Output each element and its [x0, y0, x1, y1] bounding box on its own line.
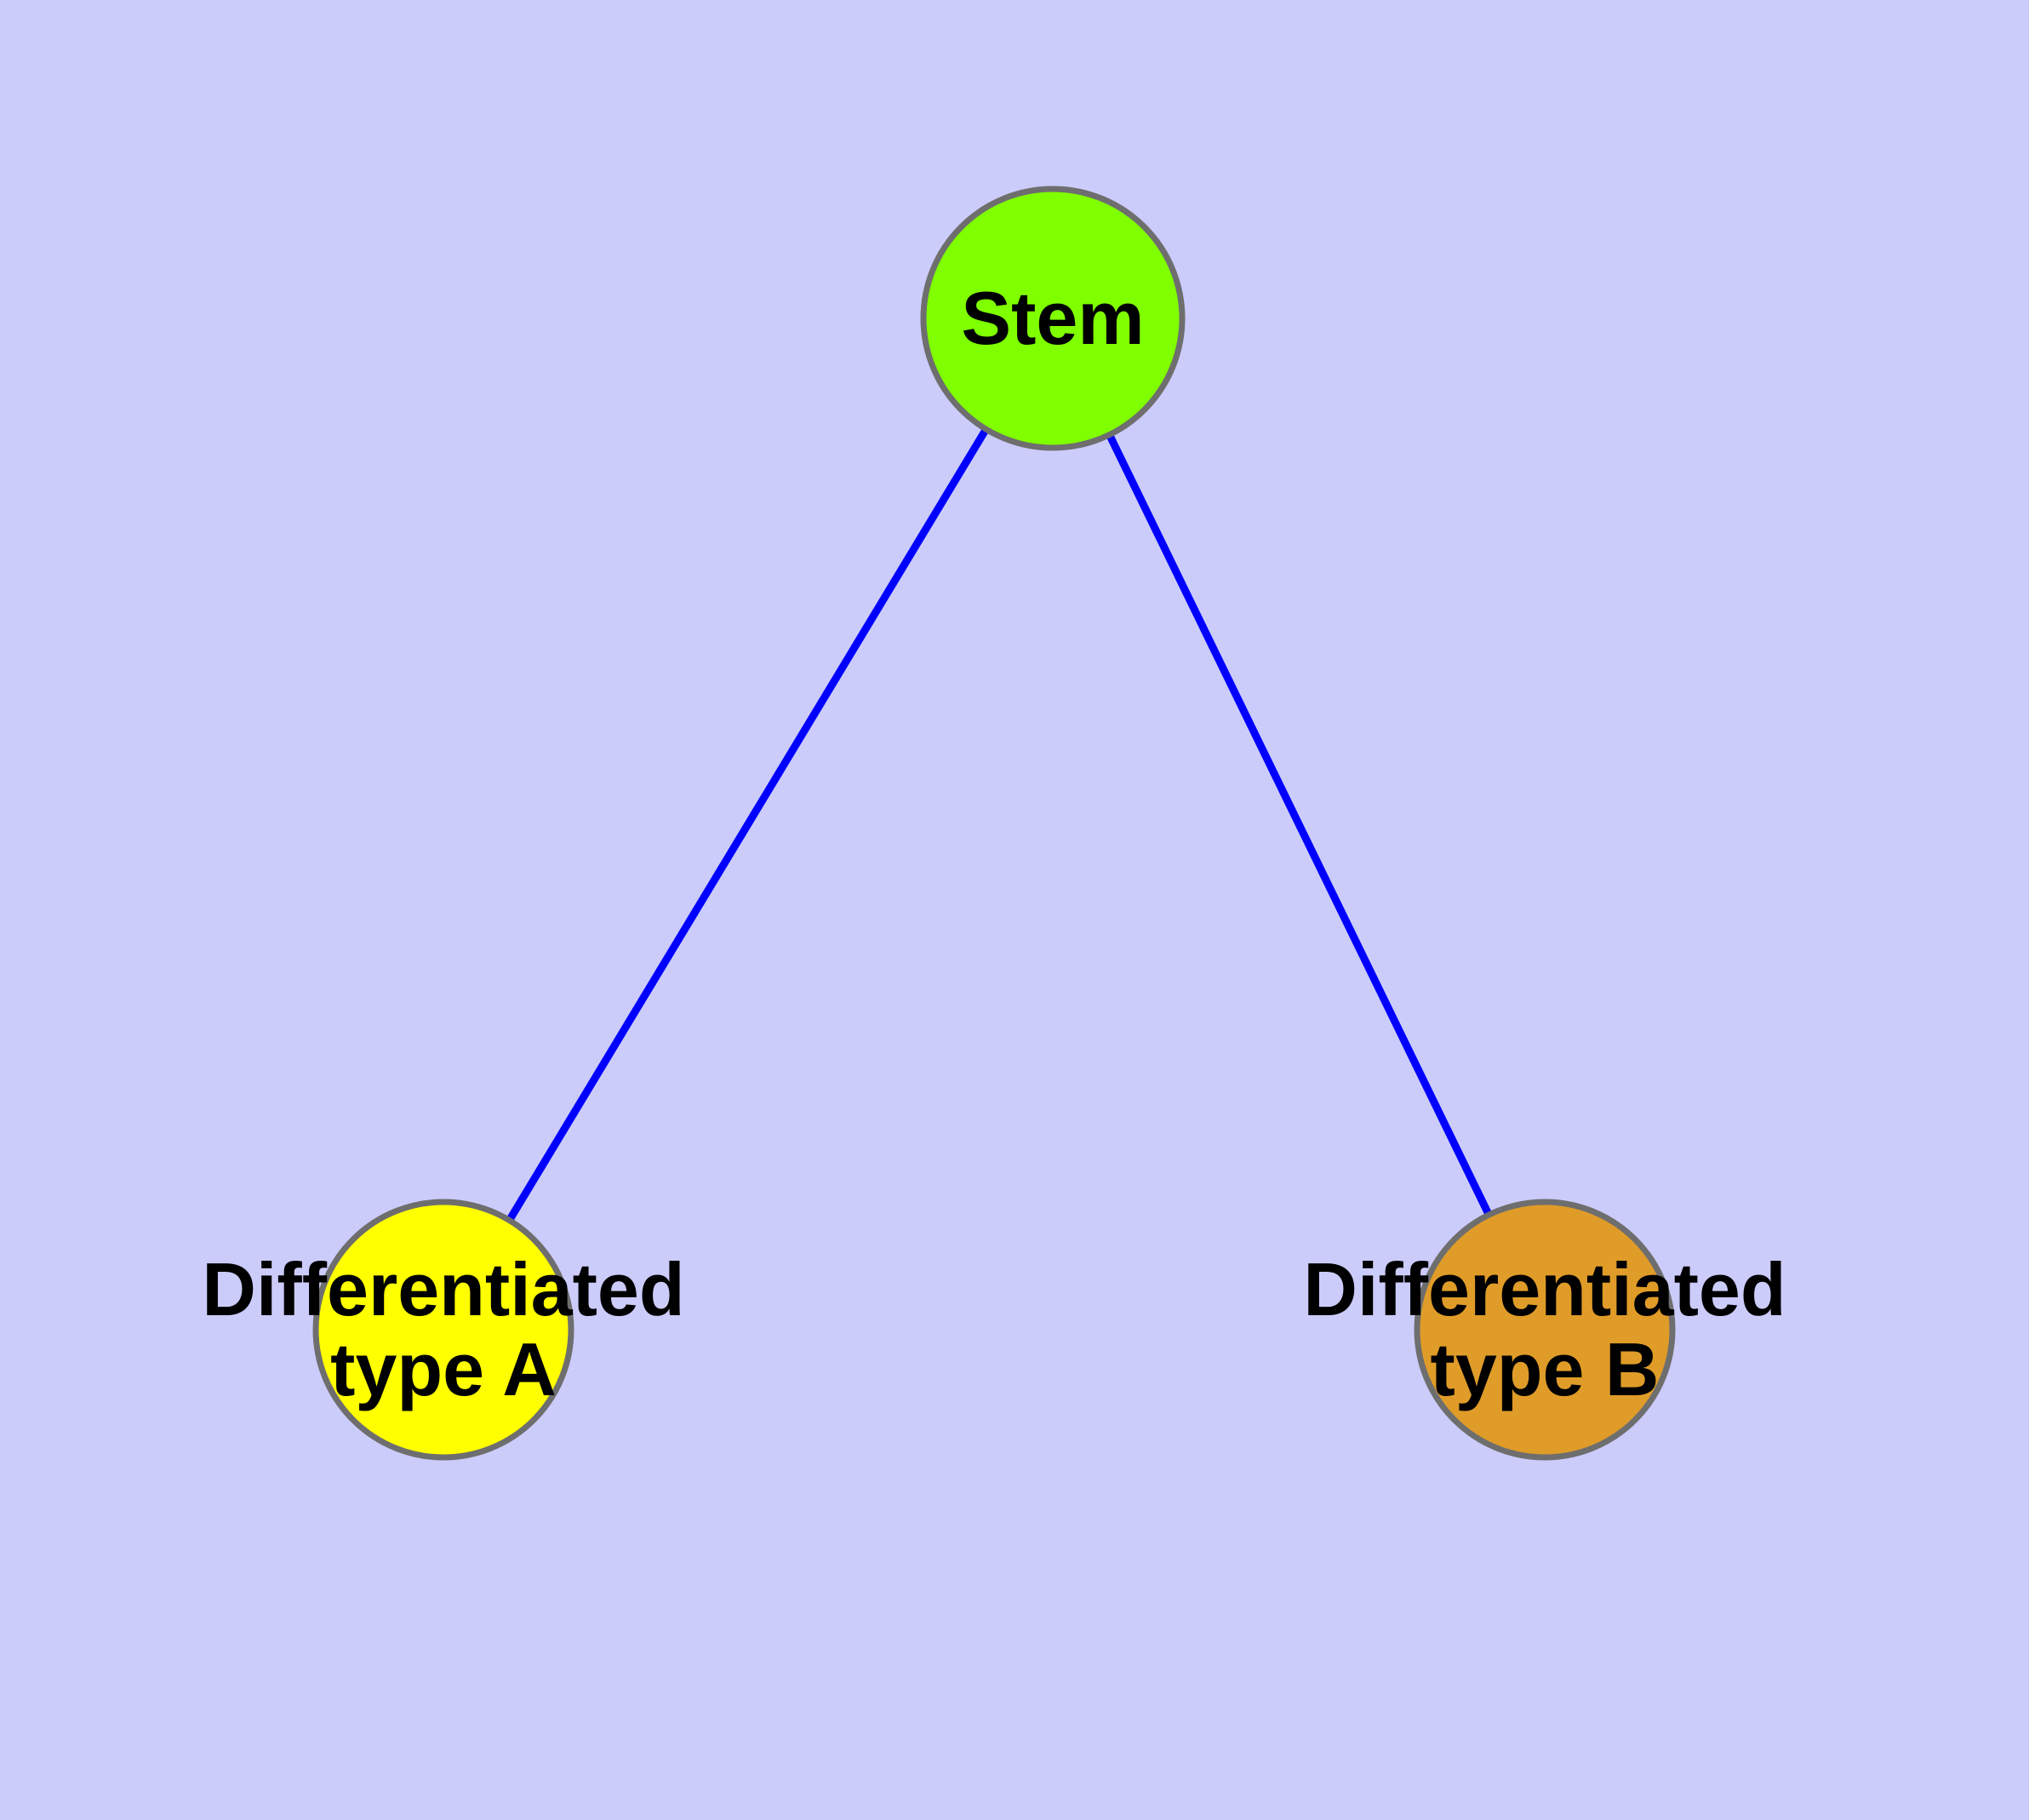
graph-edge[interactable] — [440, 316, 1056, 1332]
node-hit-stem[interactable] — [923, 189, 1182, 448]
node-hit-diff_b[interactable] — [1417, 1202, 1672, 1457]
nodes-layer — [312, 186, 1676, 1461]
edges-layer — [440, 316, 1549, 1332]
graph-node-stem[interactable] — [920, 186, 1186, 451]
node-hit-diff_a[interactable] — [316, 1202, 571, 1457]
graph-node-diff_b[interactable] — [1414, 1199, 1676, 1461]
graph-edge[interactable] — [1049, 317, 1549, 1331]
graph-node-diff_a[interactable] — [312, 1199, 574, 1461]
